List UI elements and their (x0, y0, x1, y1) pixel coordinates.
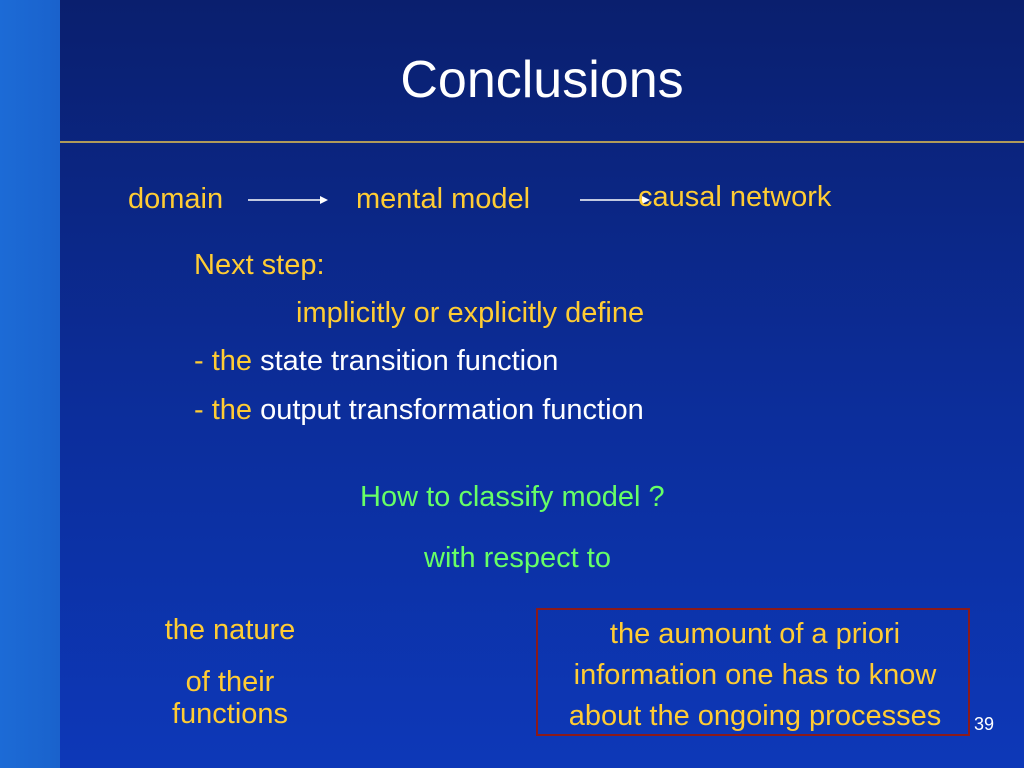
define-line: implicitly or explicitly define (296, 297, 645, 329)
left-accent-bar (0, 0, 60, 768)
classify-question: How to classify model ? (360, 481, 665, 513)
next-step-label: Next step: (194, 249, 325, 281)
arrow-domain-to-model-icon (248, 196, 328, 204)
title-divider (60, 141, 1024, 143)
item-output-transformation: - the output transformation function (194, 393, 644, 427)
slide-title: Conclusions (400, 51, 684, 109)
respect-line: with respect to (424, 542, 611, 574)
option-a-priori-line3: about the ongoing processes (568, 700, 942, 732)
page-number: 39 (974, 714, 995, 734)
flow-mental-model: mental model (356, 183, 531, 215)
option-a-priori-text: the aumount of a priori information one … (530, 614, 980, 737)
option-nature-line2: of their (185, 666, 275, 698)
item-state-transition: - the state transition function (194, 344, 558, 378)
item-prefix: - the (194, 394, 253, 426)
option-a-priori-line1: the aumount of a priori (609, 618, 901, 650)
item-prefix: - the (194, 345, 253, 377)
flow-domain: domain (128, 183, 224, 215)
option-nature: the nature of their functions (130, 614, 330, 730)
option-a-priori-box (536, 608, 970, 736)
flow-causal-network: causal network (638, 181, 832, 213)
arrow-model-to-network-icon (580, 196, 650, 204)
item-text: output transformation function (260, 394, 644, 426)
option-nature-line1: the nature (164, 614, 296, 646)
option-nature-line3: functions (171, 698, 289, 730)
option-a-priori-line2: information one has to know (573, 659, 937, 691)
item-text: state transition function (260, 345, 559, 377)
